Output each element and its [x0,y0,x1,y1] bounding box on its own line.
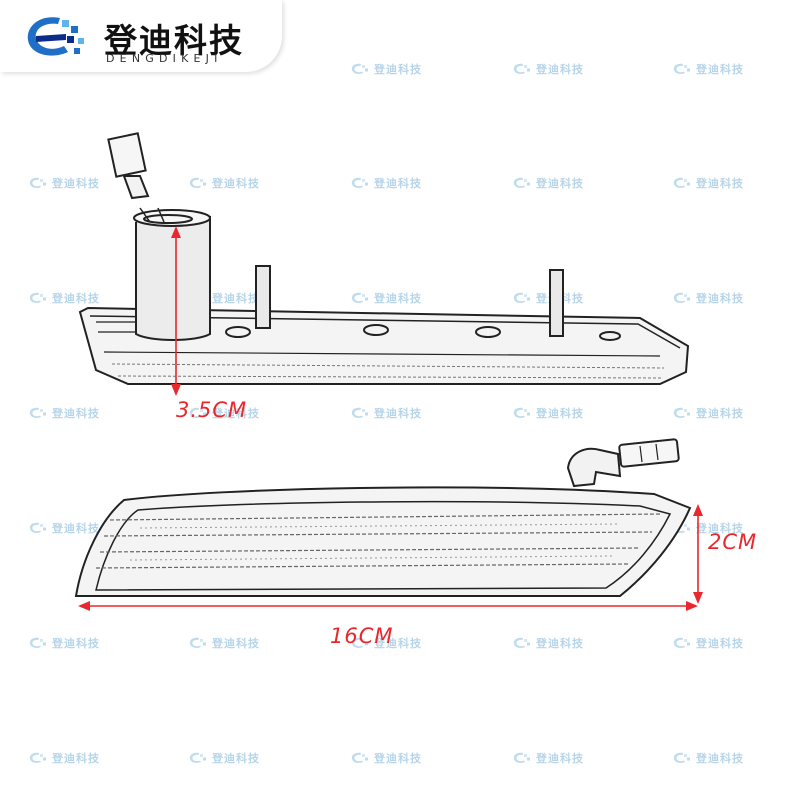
brand-logo: 登迪科技 DENGDIKEJI [0,0,282,72]
watermark-item: 登迪科技 [512,750,584,766]
watermark-text: 登迪科技 [536,407,584,420]
brand-name-cn: 登迪科技 [104,21,244,60]
watermark-text: 登迪科技 [52,177,100,190]
watermark-text: 登迪科技 [374,752,422,765]
watermark-item: 登迪科技 [28,290,100,306]
brand-e-mark-icon [673,407,690,418]
front-lens-view [74,438,692,597]
watermark-item: 登迪科技 [28,750,100,766]
watermark-item: 登迪科技 [350,750,422,766]
watermark-item: 登迪科技 [672,175,744,191]
watermark-text: 登迪科技 [696,522,744,535]
brand-e-mark-icon [513,63,530,74]
watermark-text: 登迪科技 [212,177,260,190]
watermark-item: 登迪科技 [28,635,100,651]
watermark-text: 登迪科技 [212,752,260,765]
height-dimension-label: 3.5CM [176,398,248,422]
brand-e-mark-icon [673,63,690,74]
watermark-text: 登迪科技 [696,637,744,650]
brand-e-mark-icon [351,637,368,648]
watermark-text: 登迪科技 [212,407,260,420]
watermark-item: 登迪科技 [672,635,744,651]
brand-e-mark-icon [673,752,690,763]
watermark-text: 登迪科技 [52,407,100,420]
brand-e-mark-icon [513,292,530,303]
watermark-text: 登迪科技 [696,177,744,190]
brand-e-mark-icon [513,177,530,188]
brand-e-mark-icon [673,292,690,303]
brand-e-mark-icon [29,407,46,418]
watermark-text: 登迪科技 [374,177,422,190]
watermark-text: 登迪科技 [52,292,100,305]
watermark-text: 登迪科技 [52,637,100,650]
watermark-item: 登迪科技 [350,405,422,421]
watermark-item: 登迪科技 [28,175,100,191]
watermark-item: 登迪科技 [512,405,584,421]
side-profile-view [78,132,690,385]
watermark-text: 登迪科技 [374,407,422,420]
brand-e-mark-icon [351,407,368,418]
watermark-text: 登迪科技 [536,637,584,650]
watermark-item: 登迪科技 [350,635,422,651]
brand-e-mark-icon [27,17,84,56]
watermark-item: 登迪科技 [28,405,100,421]
brand-e-mark-icon [189,752,206,763]
watermark-item: 登迪科技 [188,175,260,191]
brand-e-mark-icon [513,637,530,648]
watermark-text: 登迪科技 [374,292,422,305]
brand-e-mark-icon [351,177,368,188]
brand-e-mark-icon [189,407,206,418]
width-dimension-label: 2CM [708,530,758,554]
watermark-item: 登迪科技 [512,175,584,191]
brand-e-mark-icon [673,637,690,648]
watermark-item: 登迪科技 [672,405,744,421]
length-dimension-label: 16CM [330,624,394,648]
brand-e-mark-icon [29,177,46,188]
watermark-text: 登迪科技 [696,407,744,420]
watermark-item: 登迪科技 [512,61,584,77]
watermark-item: 登迪科技 [350,290,422,306]
watermark-text: 登迪科技 [696,63,744,76]
brand-e-mark-icon [673,177,690,188]
watermark-item: 登迪科技 [512,635,584,651]
brand-e-mark-icon [189,637,206,648]
watermark-text: 登迪科技 [52,522,100,535]
watermark-text: 登迪科技 [52,752,100,765]
brand-e-mark-icon [513,407,530,418]
brand-e-mark-icon [29,292,46,303]
brand-e-mark-icon [351,292,368,303]
watermark-text: 登迪科技 [374,63,422,76]
watermark-item: 登迪科技 [28,520,100,536]
brand-e-mark-icon [189,177,206,188]
watermark-text: 登迪科技 [536,752,584,765]
watermark-item: 登迪科技 [350,175,422,191]
watermark-text: 登迪科技 [212,637,260,650]
watermark-text: 登迪科技 [212,292,260,305]
watermark-item: 登迪科技 [188,635,260,651]
watermark-text: 登迪科技 [696,292,744,305]
watermark-item: 登迪科技 [188,750,260,766]
dimension-lines [78,226,703,611]
brand-e-mark-icon [351,752,368,763]
watermark-item: 登迪科技 [672,61,744,77]
watermark-item: 登迪科技 [672,290,744,306]
brand-e-mark-icon [29,752,46,763]
watermark-text: 登迪科技 [536,177,584,190]
brand-e-mark-icon [29,522,46,533]
watermark-text: 登迪科技 [536,63,584,76]
watermark-item: 登迪科技 [350,61,422,77]
brand-e-mark-icon [513,752,530,763]
watermark-item: 登迪科技 [188,405,260,421]
brand-name-en: DENGDIKEJI [106,52,223,65]
brand-e-mark-icon [29,637,46,648]
watermark-text: 登迪科技 [696,752,744,765]
brand-e-mark-icon [351,63,368,74]
watermark-item: 登迪科技 [672,750,744,766]
watermark-text: 登迪科技 [374,637,422,650]
